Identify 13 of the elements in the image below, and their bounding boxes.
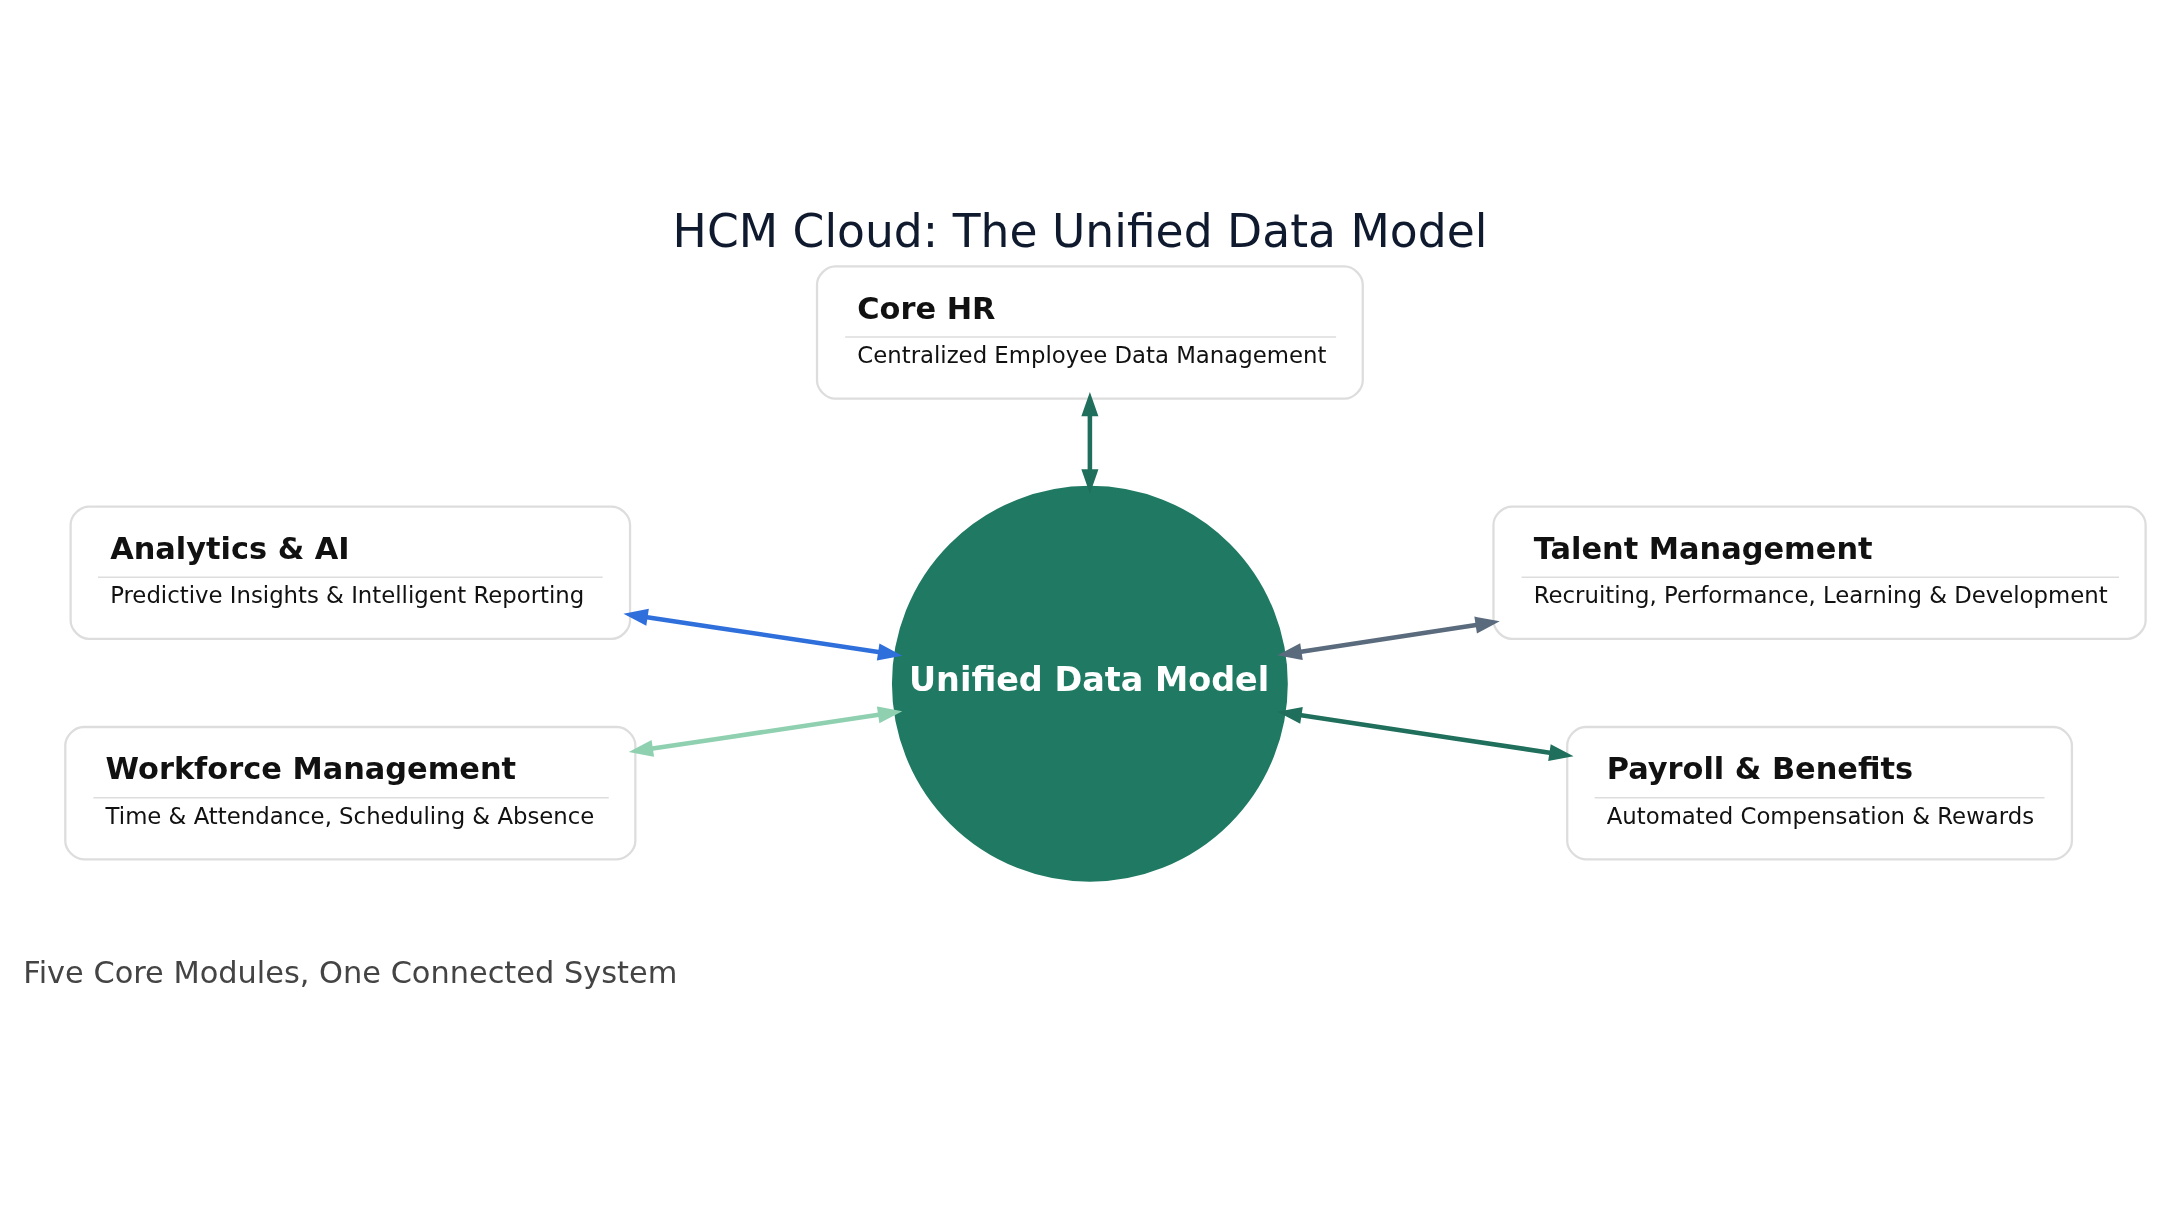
arrow bbox=[1277, 616, 1500, 660]
label: Five Core Modules, One Connected System bbox=[23, 954, 678, 990]
arrow bbox=[1277, 706, 1574, 761]
arrow bbox=[623, 608, 903, 660]
node-box: Workforce Management Time & Attendance, Scheduling & Absence bbox=[64, 725, 637, 860]
diagram-title: HCM Cloud: The Unified Data Model bbox=[672, 204, 1488, 258]
node-box: Analytics & AI Predictive Insights & Intelligent Reporting bbox=[69, 504, 632, 640]
node-box: Talent Management Recruiting, Performance, Learning & Development bbox=[1492, 504, 2147, 640]
node-box: Core HR Centralized Employee Data Management bbox=[815, 264, 1364, 400]
node-circle: Unified Data Model bbox=[891, 485, 1288, 882]
node-box: Payroll & Benefits Automated Compensation & Rewards bbox=[1566, 725, 2074, 860]
arrow bbox=[628, 706, 903, 757]
arrow bbox=[1081, 391, 1099, 494]
